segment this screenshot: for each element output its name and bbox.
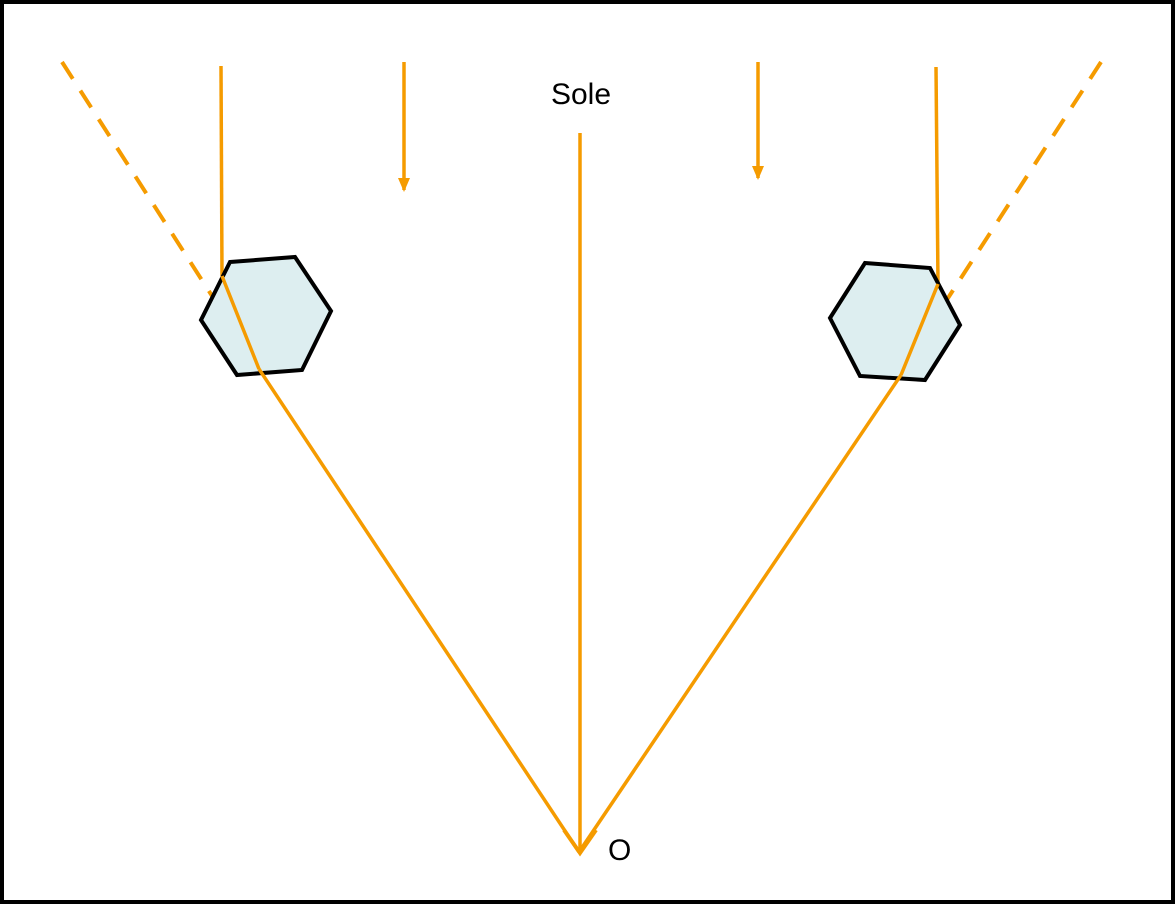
observer-arrowhead — [562, 828, 598, 857]
refracted-ray-right-inside — [899, 283, 940, 376]
refracted-ray-right-to-observer — [577, 374, 903, 853]
sun-label: Sole — [551, 78, 611, 111]
ice-crystal-right — [827, 260, 963, 383]
incoming-ray-right-outer — [934, 66, 940, 285]
incoming-ray-left-outer — [219, 65, 224, 277]
ice-crystal-left — [198, 254, 334, 378]
sun-ray-arrowhead-right — [752, 166, 764, 180]
refracted-ray-left-inside — [220, 275, 261, 370]
observer-label: O — [608, 834, 631, 867]
refracted-ray-left-to-observer — [257, 368, 581, 853]
sun-ray-arrowhead-left — [398, 178, 410, 192]
